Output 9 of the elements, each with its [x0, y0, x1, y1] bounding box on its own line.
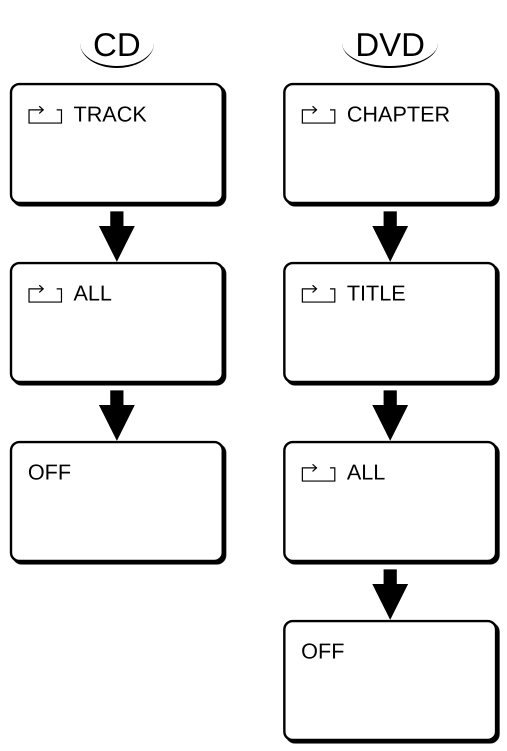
node-box: OFF [10, 440, 224, 562]
column-heading: CD [80, 28, 154, 68]
node-box: ALL [283, 440, 498, 562]
node-box: CHAPTER [283, 82, 498, 204]
column-heading: DVD [342, 28, 438, 68]
node-box: OFF [283, 620, 498, 742]
node-box: ALL [10, 262, 224, 384]
node-box: TITLE [283, 262, 498, 384]
node-box: TRACK [10, 82, 224, 204]
